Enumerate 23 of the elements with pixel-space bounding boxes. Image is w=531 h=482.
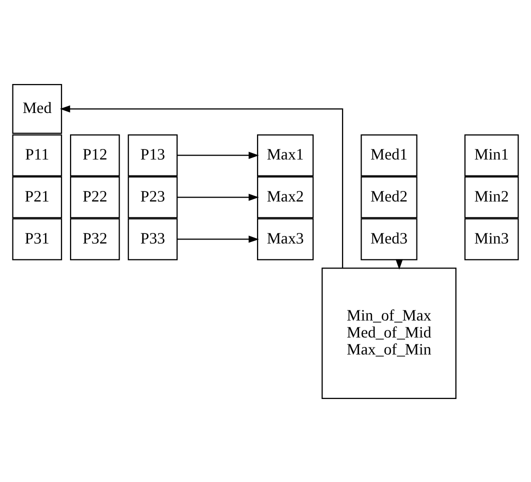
arrow: [177, 193, 259, 200]
node-box: Med1: [360, 134, 418, 176]
node-box: Min2: [464, 176, 519, 218]
node-box: P11: [12, 134, 62, 176]
node-box: Max2: [257, 176, 314, 218]
node-box: Med: [12, 83, 62, 134]
node-box: Min1: [464, 134, 519, 176]
node-box: P33: [128, 218, 178, 260]
node-box: P23: [128, 176, 178, 218]
node-box: Max3: [257, 218, 314, 260]
node-box: P13: [128, 134, 178, 176]
node-box: P12: [70, 134, 120, 176]
arrow: [60, 104, 344, 268]
node-box: Med2: [360, 176, 418, 218]
node-box: P32: [70, 218, 120, 260]
node-box: P22: [70, 176, 120, 218]
arrow: [177, 151, 259, 158]
node-box: Max1: [257, 134, 314, 176]
node-box: Min3: [464, 218, 519, 260]
node-box: P31: [12, 218, 62, 260]
node-box: Min_of_Max Med_of_Mid Max_of_Min: [322, 267, 456, 399]
arrow: [177, 235, 259, 242]
node-box: P21: [12, 176, 62, 218]
